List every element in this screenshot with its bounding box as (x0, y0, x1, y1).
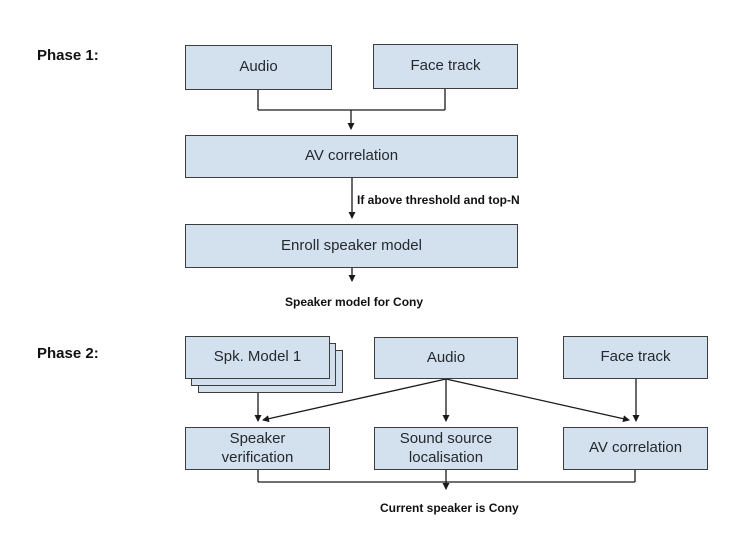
phase2-output-label: Current speaker is Cony (380, 501, 519, 515)
condition-label: If above threshold and top-N (357, 193, 520, 207)
node-speaker-verification: Speaker verification (185, 427, 330, 470)
phase1-output-label: Speaker model for Cony (285, 295, 424, 309)
arrow-audio2-to-av-correlation2 (445, 378, 630, 423)
node-spk-model-1: Spk. Model 1 (185, 336, 330, 379)
node-enroll-speaker-model: Enroll speaker model (185, 224, 518, 268)
phase2-label: Phase 2: (37, 345, 99, 362)
node-label: Spk. Model 1 (213, 348, 302, 366)
node-label: Face track (600, 348, 671, 366)
arrow-audio2-to-verification (262, 378, 447, 423)
node-label: Face track (410, 57, 481, 75)
node-label-line1: Sound source (399, 429, 493, 447)
node-label: Audio (426, 348, 466, 366)
node-av-correlation-phase1: AV correlation (185, 135, 518, 178)
node-av-correlation-phase2: AV correlation (563, 427, 708, 470)
node-audio-phase1: Audio (185, 45, 332, 90)
node-audio-phase2: Audio (374, 337, 518, 379)
node-label: Enroll speaker model (281, 236, 422, 254)
node-label: AV correlation (588, 439, 683, 457)
node-label-line1: Speaker (229, 429, 286, 447)
phase1-label: Phase 1: (37, 47, 99, 64)
node-label: Audio (239, 58, 278, 76)
node-label-line2: verification (221, 448, 294, 466)
node-face-track-phase2: Face track (563, 336, 708, 379)
node-label: AV correlation (304, 147, 399, 165)
node-label-line2: localisation (408, 448, 484, 466)
node-face-track-phase1: Face track (373, 44, 518, 89)
node-sound-source-localisation: Sound source localisation (374, 427, 518, 470)
